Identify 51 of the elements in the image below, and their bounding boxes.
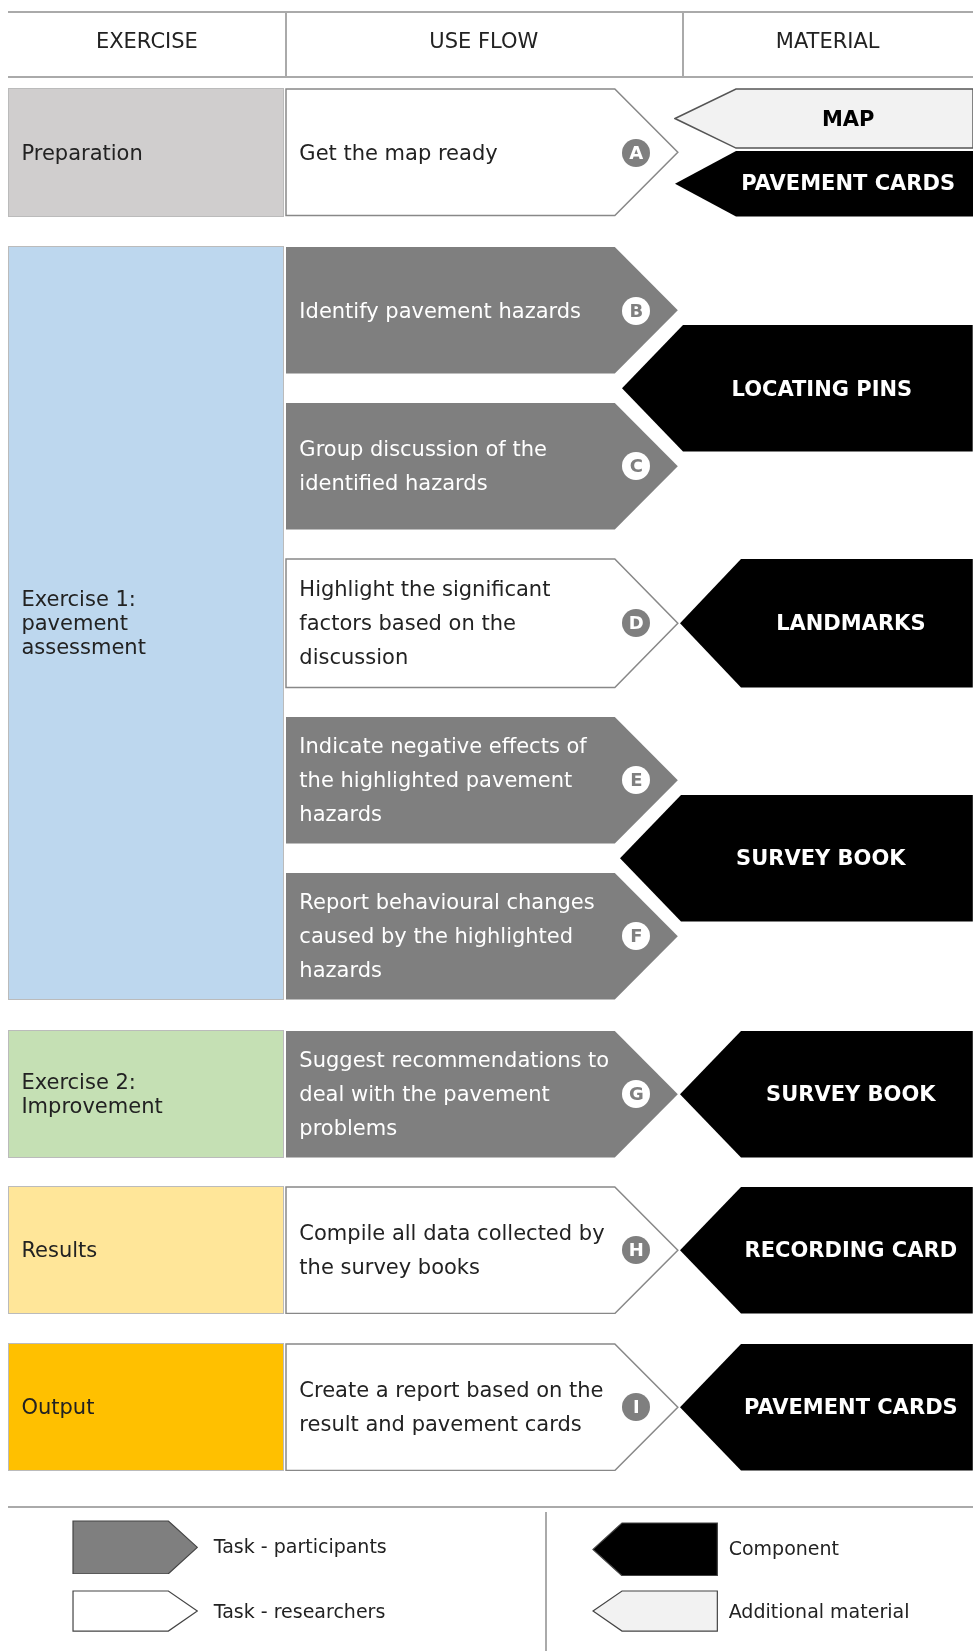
researcher-task-box [285, 1185, 680, 1315]
task-text: Compile all data collected by the survey books [299, 1219, 606, 1281]
material-label: SURVEY BOOK [735, 846, 907, 871]
researcher-task-box [285, 558, 680, 689]
row-box [8, 88, 285, 217]
task-text: Get the map ready [299, 139, 499, 167]
column-header: EXERCISE [94, 29, 199, 54]
participant-task-box [285, 1029, 680, 1159]
material-label: PAVEMENT CARDS [740, 171, 957, 196]
row-box [8, 246, 285, 1001]
material-label: PAVEMENT CARDS [742, 1394, 959, 1419]
component-tag [679, 558, 973, 689]
component-tag [679, 1342, 973, 1472]
material-label: MAP [820, 107, 876, 131]
component-tag [621, 324, 973, 453]
column-header: USE FLOW [428, 29, 540, 54]
task-text: Report behavioural changes caused by the highlighted hazards [299, 889, 596, 985]
task-text: Highlight the significant factors based on the discussion [299, 576, 552, 672]
participant-task-box [285, 871, 680, 1001]
legend-text: Task - researchers [213, 1599, 386, 1622]
component-tag [673, 149, 973, 217]
row-label: Output [21, 1394, 96, 1419]
researcher-task-box [285, 88, 680, 217]
row-label: Exercise 2: Improvement [21, 1070, 164, 1119]
component-tag [619, 794, 973, 923]
material-label: LOCATING PINS [730, 376, 914, 401]
legend-text: Additional material [728, 1599, 910, 1622]
additional-material-tag [673, 88, 973, 150]
row-box [8, 1185, 285, 1315]
material-label: RECORDING CARD [743, 1237, 959, 1262]
row-box [8, 1029, 285, 1159]
researcher-task-box [285, 1342, 680, 1472]
task-text: Group discussion of the identified hazards [299, 436, 548, 498]
legend-text: Task - participants [213, 1535, 387, 1558]
task-text: Suggest recommendations to deal with the pavement problems [299, 1047, 611, 1143]
material-label: LANDMARKS [775, 611, 927, 636]
legend-text: Component [728, 1537, 839, 1560]
participant-task-box [285, 246, 680, 375]
row-label: Results [21, 1237, 99, 1262]
task-text: Indicate negative effects of the highlighted pavement hazards [299, 733, 588, 829]
task-text: Create a report based on the result and pavement cards [299, 1376, 605, 1438]
participant-task-box [285, 716, 680, 845]
column-header: MATERIAL [774, 29, 881, 54]
participant-task-box [285, 402, 680, 531]
row-box [8, 1342, 285, 1472]
component-tag [679, 1029, 973, 1159]
row-label: Exercise 1: pavement assessment [21, 587, 147, 660]
row-label: Preparation [21, 140, 144, 165]
task-text: Identify pavement hazards [299, 297, 583, 325]
component-tag [679, 1185, 973, 1315]
material-label: SURVEY BOOK [765, 1082, 937, 1107]
